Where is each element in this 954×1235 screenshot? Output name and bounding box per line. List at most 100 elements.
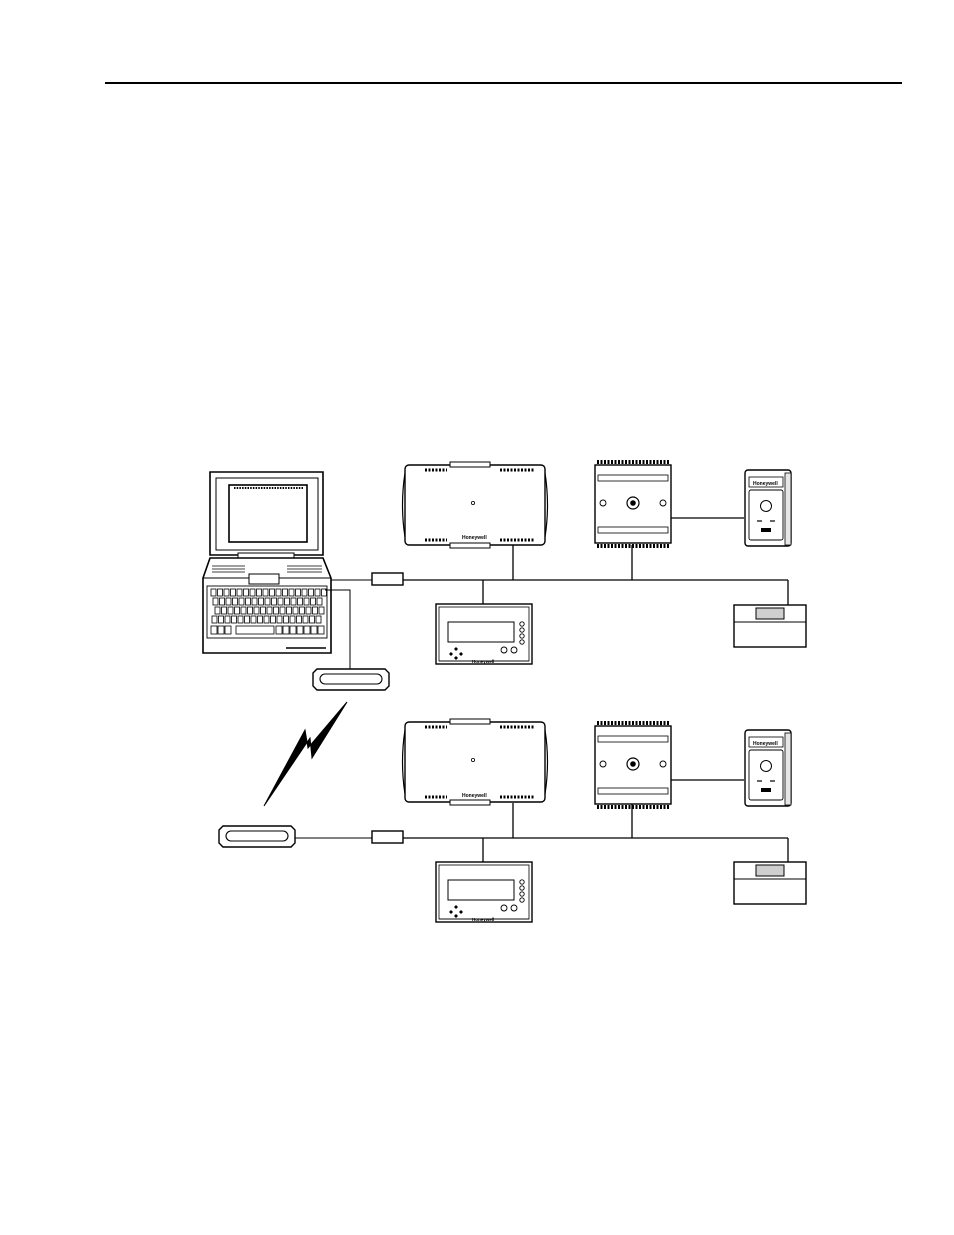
modem-top xyxy=(313,669,389,690)
keyboard-key xyxy=(228,607,233,614)
panel-brand-label: Honeywell xyxy=(472,659,494,664)
keyboard-key xyxy=(252,598,257,605)
keyboard-key xyxy=(316,616,321,623)
keyboard-key xyxy=(250,589,255,596)
network-2: Honeywell Honeywell Honeywell xyxy=(295,719,806,922)
io-module xyxy=(595,462,671,546)
keyboard-key xyxy=(304,626,310,634)
display-panel xyxy=(436,604,532,664)
keyboard-key xyxy=(225,616,230,623)
keyboard-key xyxy=(244,589,249,596)
display-panel xyxy=(436,862,532,922)
keyboard-key xyxy=(302,589,307,596)
keyboard-key xyxy=(248,607,253,614)
keyboard-key xyxy=(297,616,302,623)
keyboard-key xyxy=(261,607,266,614)
keyboard-key xyxy=(318,626,324,634)
keyboard-key xyxy=(267,607,272,614)
keyboard-key xyxy=(254,607,259,614)
modem-bottom xyxy=(219,826,295,847)
keyboard-key xyxy=(211,589,216,596)
keyboard-key xyxy=(212,616,217,623)
keyboard-key xyxy=(296,589,301,596)
keyboard-key xyxy=(215,607,220,614)
keyboard-key xyxy=(238,616,243,623)
keyboard-key xyxy=(278,598,283,605)
keyboard-key xyxy=(211,626,217,634)
thermostat xyxy=(734,605,806,647)
keyboard-key xyxy=(220,598,225,605)
keyboard-key xyxy=(289,589,294,596)
keyboard-key xyxy=(237,589,242,596)
keyboard-key xyxy=(319,607,324,614)
keyboard-key xyxy=(239,598,244,605)
keyboard-key xyxy=(315,589,320,596)
keyboard-key xyxy=(300,607,305,614)
controller-brand-label: Honeywell xyxy=(462,793,487,799)
keyboard-key xyxy=(272,598,277,605)
laptop-screen xyxy=(229,485,307,542)
keyboard-key xyxy=(245,616,250,623)
laptop xyxy=(203,472,350,669)
keyboard-key xyxy=(290,626,296,634)
network-adapter xyxy=(372,573,403,585)
keyboard-key xyxy=(257,589,262,596)
keyboard-key xyxy=(284,616,289,623)
keyboard-key xyxy=(293,607,298,614)
keyboard-key xyxy=(310,616,315,623)
controller-brand-label: Honeywell xyxy=(462,535,487,541)
keyboard-key xyxy=(317,598,322,605)
keyboard-key xyxy=(285,598,290,605)
keyboard-key xyxy=(226,598,231,605)
keyboard-key xyxy=(213,598,218,605)
keyboard-key xyxy=(297,626,303,634)
keyboard-key xyxy=(309,589,314,596)
keyboard-key xyxy=(246,598,251,605)
keyboard-key xyxy=(218,626,224,634)
io-module xyxy=(595,723,671,807)
keyboard-key xyxy=(276,589,281,596)
keyboard-key xyxy=(259,598,264,605)
panel-brand-label: Honeywell xyxy=(472,917,494,922)
keyboard-key xyxy=(271,616,276,623)
keyboard-key xyxy=(283,626,289,634)
keyboard-key xyxy=(306,607,311,614)
keyboard-key xyxy=(222,607,227,614)
thermostat xyxy=(734,862,806,904)
keyboard-key xyxy=(232,616,237,623)
wireless-link xyxy=(264,702,347,806)
network-adapter xyxy=(372,831,403,843)
keyboard-key xyxy=(274,607,279,614)
keyboard-key xyxy=(313,607,318,614)
keyboard-key xyxy=(291,598,296,605)
keyboard-key xyxy=(241,607,246,614)
keyboard-key xyxy=(224,589,229,596)
keyboard-key xyxy=(290,616,295,623)
keyboard-key xyxy=(218,589,223,596)
keyboard-key xyxy=(304,598,309,605)
keyboard-key xyxy=(225,626,231,634)
sensor-brand-label: Honeywell xyxy=(753,481,778,487)
keyboard-key xyxy=(287,607,292,614)
keyboard-key xyxy=(263,589,268,596)
keyboard-key xyxy=(264,616,269,623)
keyboard-key xyxy=(280,607,285,614)
keyboard-key xyxy=(265,598,270,605)
keyboard-key xyxy=(276,626,282,634)
keyboard-key xyxy=(235,607,240,614)
keyboard-key xyxy=(231,589,236,596)
keyboard-spacebar xyxy=(236,626,274,634)
keyboard-key xyxy=(311,626,317,634)
keyboard-key xyxy=(303,616,308,623)
network-1: Honeywell Honeywell Honeywell xyxy=(325,462,806,664)
keyboard-key xyxy=(277,616,282,623)
keyboard-key xyxy=(258,616,263,623)
keyboard-key xyxy=(219,616,224,623)
keyboard-key xyxy=(283,589,288,596)
keyboard-key xyxy=(311,598,316,605)
keyboard-key xyxy=(298,598,303,605)
keyboard-key xyxy=(233,598,238,605)
keyboard-key xyxy=(270,589,275,596)
sensor-brand-label: Honeywell xyxy=(753,741,778,747)
